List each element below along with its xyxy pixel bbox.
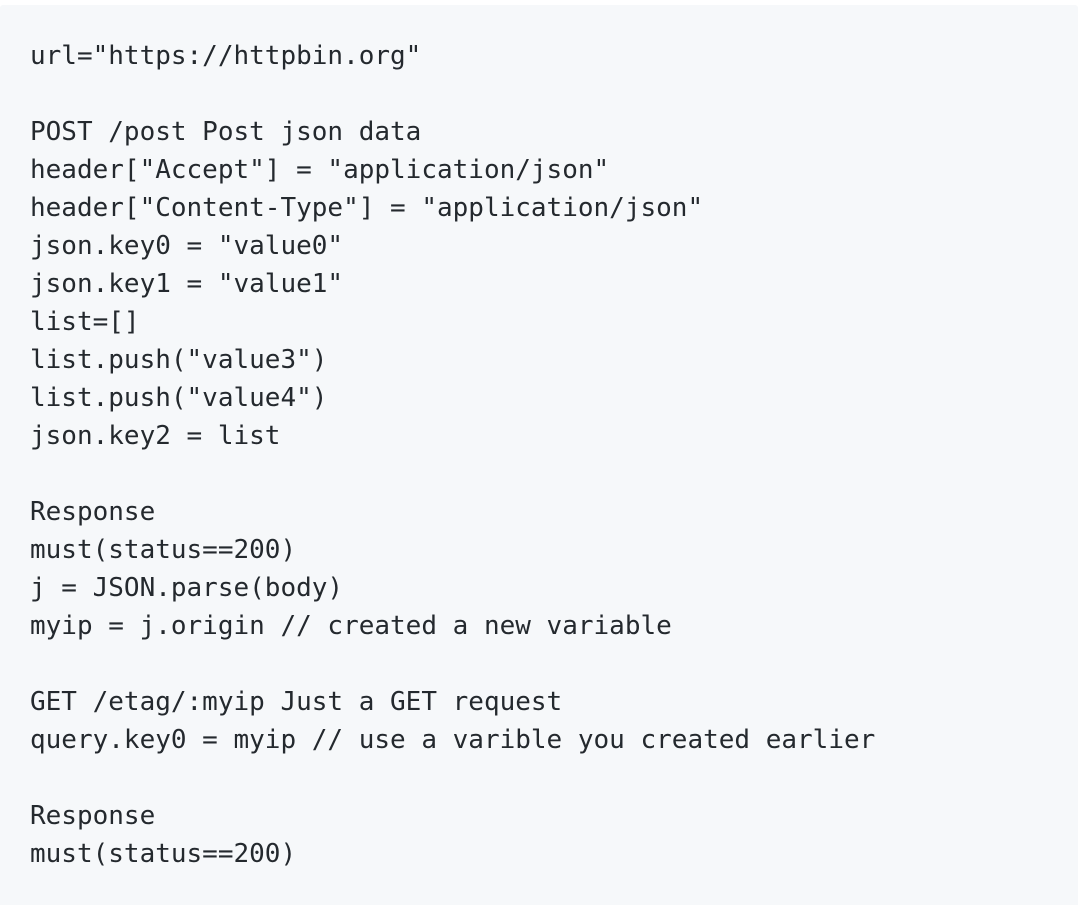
code-line: must(status==200) — [30, 535, 297, 565]
page-background: url="https://httpbin.org" POST /post Pos… — [0, 5, 1078, 905]
code-line: header["Content-Type"] = "application/js… — [30, 193, 704, 223]
code-line: must(status==200) — [30, 839, 297, 869]
code-line: myip = j.origin // created a new variabl… — [30, 611, 672, 641]
code-block: url="https://httpbin.org" POST /post Pos… — [0, 5, 1078, 905]
code-line: list.push("value4") — [30, 383, 328, 413]
code-line: query.key0 = myip // use a varible you c… — [30, 725, 876, 755]
code-line: json.key2 = list — [30, 421, 281, 451]
code-lines: url="https://httpbin.org" POST /post Pos… — [30, 37, 1048, 873]
code-line: json.key1 = "value1" — [30, 269, 344, 299]
code-line — [30, 455, 1048, 493]
code-line — [30, 75, 1048, 113]
code-line: Response — [30, 497, 156, 527]
code-line: url="https://httpbin.org" — [30, 41, 422, 71]
code-line: header["Accept"] = "application/json" — [30, 155, 610, 185]
code-line — [30, 759, 1048, 797]
code-line: Response — [30, 801, 156, 831]
code-line: POST /post Post json data — [30, 117, 422, 147]
code-line: list=[] — [30, 307, 140, 337]
code-line: list.push("value3") — [30, 345, 328, 375]
code-line: GET /etag/:myip Just a GET request — [30, 687, 563, 717]
code-line: json.key0 = "value0" — [30, 231, 344, 261]
code-line — [30, 645, 1048, 683]
code-line: j = JSON.parse(body) — [30, 573, 344, 603]
